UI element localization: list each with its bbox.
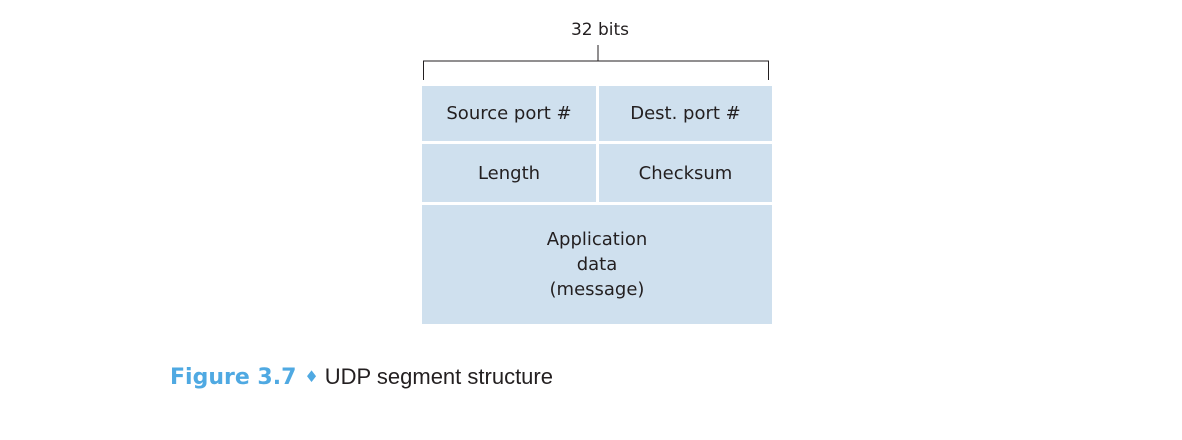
diamond-icon: ♦ bbox=[304, 367, 319, 386]
checksum-field: Checksum bbox=[599, 144, 772, 202]
figure-caption: Figure 3.7 ♦ UDP segment structure bbox=[170, 363, 553, 393]
length-label: Length bbox=[477, 162, 541, 184]
dest-port-field: Dest. port # bbox=[599, 86, 772, 141]
payload-label: Application data (message) bbox=[546, 229, 648, 300]
payload-field: Application data (message) bbox=[422, 205, 772, 324]
source-port-label: Source port # bbox=[446, 103, 572, 124]
source-port-field: Source port # bbox=[422, 86, 596, 141]
dest-port-label: Dest. port # bbox=[630, 103, 741, 124]
figure-number: Figure 3.7 bbox=[170, 365, 297, 390]
width-label: 32 bits bbox=[570, 20, 630, 40]
figure-title: UDP segment structure bbox=[324, 364, 553, 389]
length-field: Length bbox=[422, 144, 596, 202]
checksum-label: Checksum bbox=[638, 162, 733, 184]
width-bracket bbox=[423, 45, 769, 80]
